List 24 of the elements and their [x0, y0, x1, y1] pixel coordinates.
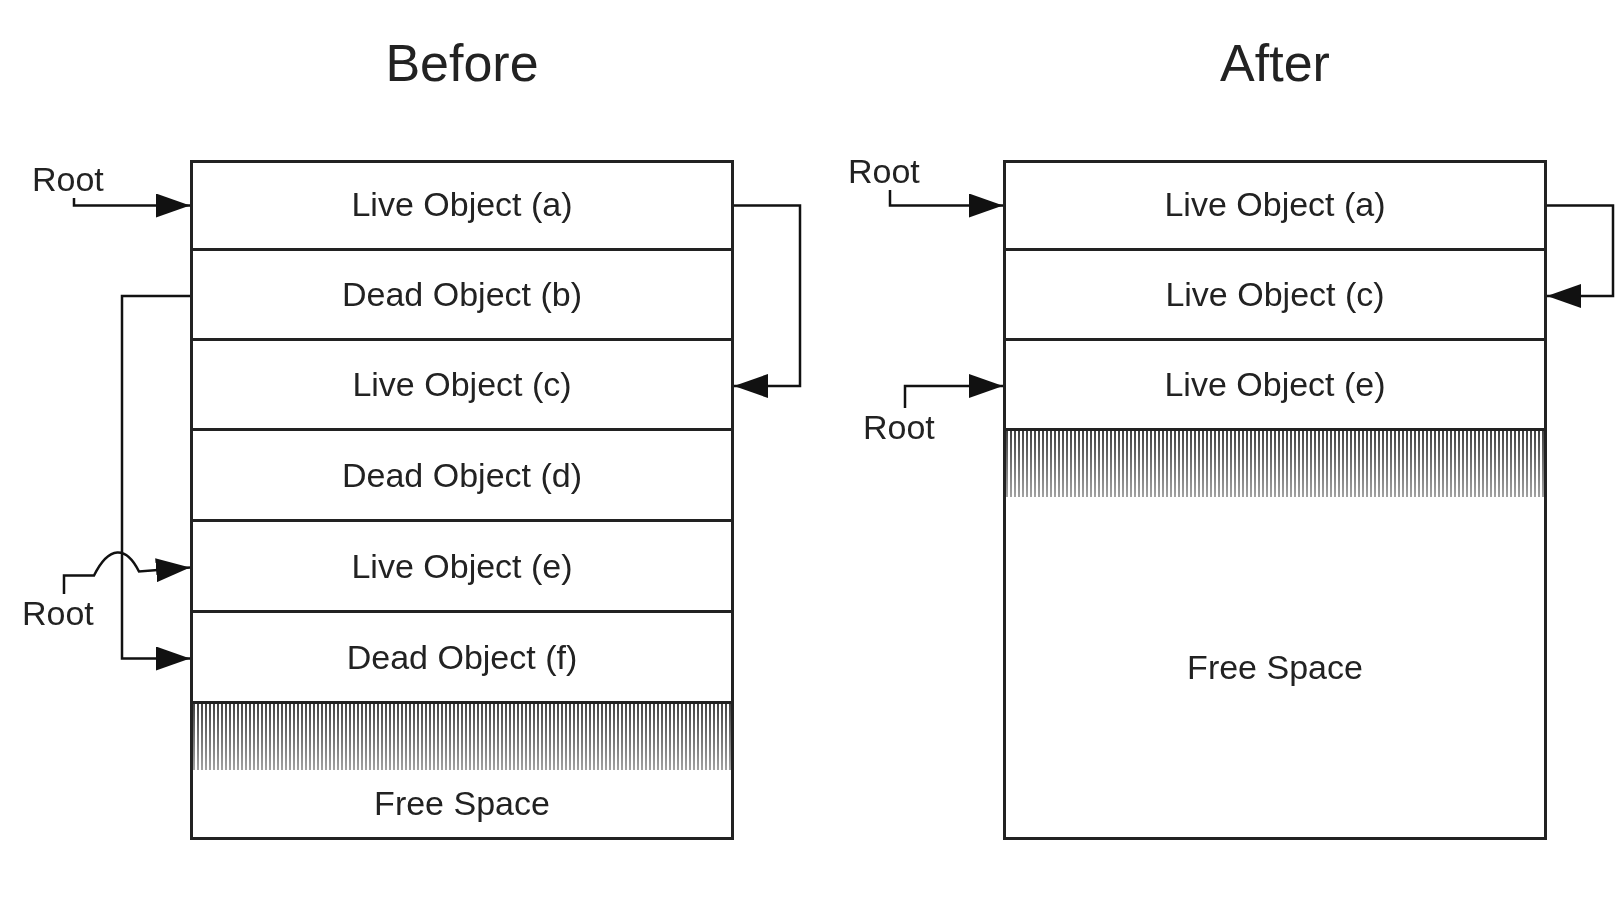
pointer-arrow [62, 551, 191, 594]
column-heading: After [1219, 33, 1331, 93]
block-label: Free Space [374, 784, 550, 823]
block-label: Live Object (c) [352, 365, 572, 404]
root-label: Root [32, 160, 104, 198]
pointer-arrow [888, 190, 1003, 218]
pointer-arrow [120, 294, 190, 671]
pointer-arrow [72, 193, 190, 218]
column-heading: Before [384, 33, 540, 93]
block-label: Live Object (c) [1165, 275, 1385, 314]
block-label: Dead Object (f) [346, 637, 578, 677]
block-label: Free Space [1187, 648, 1363, 687]
block-label: Live Object (e) [351, 546, 573, 586]
pointer-arrow [1547, 204, 1615, 308]
block-label: Live Object (a) [351, 184, 573, 224]
pointer-arrow [903, 374, 1003, 408]
block-label: Dead Object (d) [342, 455, 582, 495]
root-label: Root [848, 152, 920, 190]
block-label: Live Object (e) [1164, 365, 1386, 404]
root-label: Root [22, 594, 94, 632]
block-label: Live Object (a) [1164, 184, 1386, 224]
root-label: Root [863, 408, 935, 446]
block-label: Dead Object (b) [342, 275, 582, 314]
pointer-arrow [734, 204, 802, 398]
